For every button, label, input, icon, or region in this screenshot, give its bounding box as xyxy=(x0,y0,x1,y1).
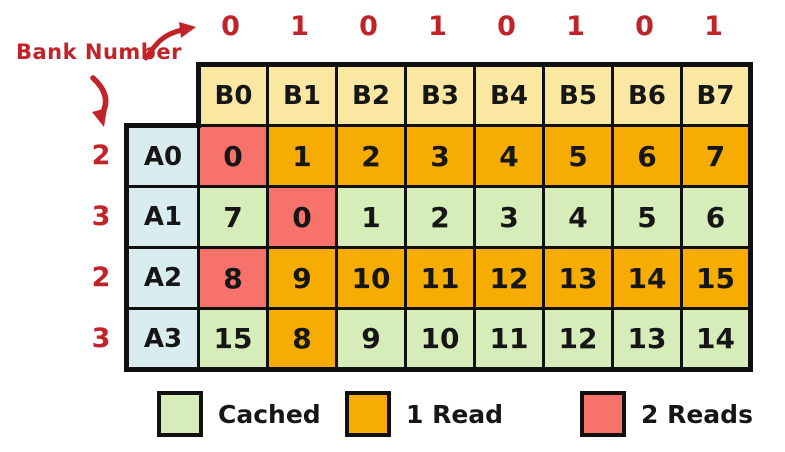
cell-a0-b2: 2 xyxy=(335,124,407,188)
bank-table: B0 B1 B2 B3 B4 B5 B6 B7 A0 0 1 2 3 4 5 6… xyxy=(124,62,753,372)
bank-bit-b7: 1 xyxy=(704,11,723,42)
cell-a2-b3: 11 xyxy=(404,246,476,310)
header-b3: B3 xyxy=(404,62,476,127)
row-label-a1: A1 xyxy=(124,185,200,249)
legend-label-2reads: 2 Reads xyxy=(641,399,753,429)
cell-a1-b7: 6 xyxy=(680,185,753,249)
legend-label-1read: 1 Read xyxy=(406,399,504,429)
cell-a1-b2: 1 xyxy=(335,185,407,249)
legend-item-1read: 1 Read xyxy=(345,391,503,437)
cell-a2-b4: 12 xyxy=(473,246,545,310)
cell-a0-b0: 0 xyxy=(197,124,269,188)
row-bank-numbers: 2 3 2 3 xyxy=(82,125,120,369)
cell-a1-b6: 5 xyxy=(611,185,683,249)
cell-a3-b0: 15 xyxy=(197,307,269,372)
table-row-a0: A0 0 1 2 3 4 5 6 7 xyxy=(124,123,753,188)
cell-a0-b6: 6 xyxy=(611,124,683,188)
cell-a2-b0: 8 xyxy=(197,246,269,310)
cell-a3-b3: 10 xyxy=(404,307,476,372)
row-bank-a2: 2 xyxy=(91,262,111,293)
legend-label-cached: Cached xyxy=(218,399,321,429)
header-b5: B5 xyxy=(542,62,614,127)
arrow-to-row-banks xyxy=(90,75,109,127)
cell-a1-b4: 3 xyxy=(473,185,545,249)
cell-a3-b4: 11 xyxy=(473,307,545,372)
cell-a1-b3: 2 xyxy=(404,185,476,249)
cell-a0-b5: 5 xyxy=(542,124,614,188)
table-row-a2: A2 8 9 10 11 12 13 14 15 xyxy=(124,246,753,310)
row-label-a0: A0 xyxy=(124,123,200,188)
cell-a2-b5: 13 xyxy=(542,246,614,310)
cell-a2-b7: 15 xyxy=(680,246,753,310)
cell-a2-b1: 9 xyxy=(266,246,338,310)
bank-number-label: Bank Number xyxy=(16,40,182,64)
header-b7: B7 xyxy=(680,62,753,127)
cell-a3-b6: 13 xyxy=(611,307,683,372)
header-b0: B0 xyxy=(196,62,269,127)
row-bank-a0: 2 xyxy=(91,140,111,171)
bank-bit-b2: 0 xyxy=(359,11,378,42)
bank-bit-b0: 0 xyxy=(221,11,240,42)
cell-a0-b7: 7 xyxy=(680,124,753,188)
cell-a0-b4: 4 xyxy=(473,124,545,188)
cell-a2-b6: 14 xyxy=(611,246,683,310)
legend-swatch-2reads xyxy=(580,391,626,437)
legend-item-cached: Cached xyxy=(157,391,321,437)
cell-a3-b1: 8 xyxy=(266,307,338,372)
legend-swatch-1read xyxy=(345,391,391,437)
cell-a3-b2: 9 xyxy=(335,307,407,372)
header-b2: B2 xyxy=(335,62,407,127)
cell-a3-b7: 14 xyxy=(680,307,753,372)
bank-bit-b5: 1 xyxy=(566,11,585,42)
table-row-a1: A1 7 0 1 2 3 4 5 6 xyxy=(124,185,753,249)
cell-a0-b1: 1 xyxy=(266,124,338,188)
bank-bits-row: 0 1 0 1 0 1 0 1 xyxy=(196,8,748,46)
table-row-a3: A3 15 8 9 10 11 12 13 14 xyxy=(124,307,753,372)
bank-bit-b1: 1 xyxy=(290,11,309,42)
legend-item-2reads: 2 Reads xyxy=(580,391,753,437)
header-b1: B1 xyxy=(266,62,338,127)
header-b6: B6 xyxy=(611,62,683,127)
legend-swatch-cached xyxy=(157,391,203,437)
cell-a1-b1: 0 xyxy=(266,185,338,249)
corner-spacer xyxy=(127,65,199,126)
row-bank-a3: 3 xyxy=(91,323,111,354)
row-bank-a1: 3 xyxy=(91,201,111,232)
cell-a3-b5: 12 xyxy=(542,307,614,372)
row-label-a2: A2 xyxy=(124,246,200,310)
cell-a1-b0: 7 xyxy=(197,185,269,249)
bank-bit-b4: 0 xyxy=(497,11,516,42)
row-label-a3: A3 xyxy=(124,307,200,372)
cell-a2-b2: 10 xyxy=(335,246,407,310)
header-b4: B4 xyxy=(473,62,545,127)
cell-a0-b3: 3 xyxy=(404,124,476,188)
cell-a1-b5: 4 xyxy=(542,185,614,249)
bank-bit-b6: 0 xyxy=(635,11,654,42)
bank-bit-b3: 1 xyxy=(428,11,447,42)
header-row: B0 B1 B2 B3 B4 B5 B6 B7 xyxy=(127,62,753,127)
